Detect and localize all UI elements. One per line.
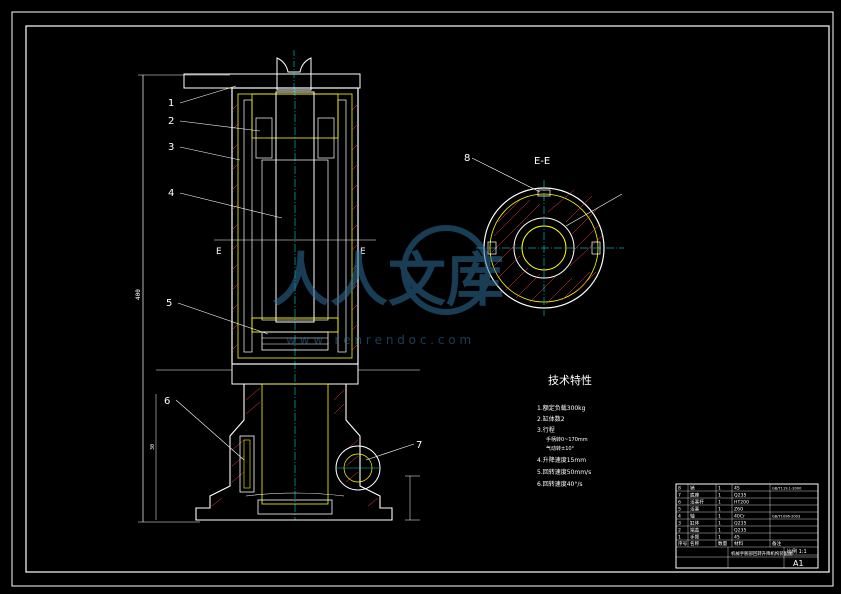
tech-specs: 技术特性 1.额定负载300kg 2.缸体数2 3.行程 手柄转0~170mm …: [537, 373, 592, 488]
part-label-3: 3: [168, 142, 174, 153]
title-block-drawing-name: 机械手腕部回转升降机构装配图: [731, 550, 793, 557]
parts-list-cell: 手臂: [690, 534, 700, 541]
part-label-8: 8: [464, 153, 470, 164]
parts-list-cell: 缸体: [690, 520, 700, 527]
parts-list-cell: GB/T1096-2003: [772, 515, 800, 519]
section-hatch: [491, 189, 603, 305]
parts-list-cell: GB/T119.1-2000: [772, 487, 802, 491]
parts-list-cell: Q235: [734, 521, 746, 527]
tech-item-8: 6.回转速度40°/s: [537, 480, 583, 488]
parts-list-cell: 端盖: [690, 527, 700, 534]
title-block-sheet: A1: [793, 559, 804, 568]
part-label-2: 2: [168, 116, 174, 127]
arm-plate: [183, 73, 361, 89]
parts-list-cell: HT200: [734, 500, 749, 506]
title-block: [675, 483, 819, 569]
parts-list-cell: 6: [678, 500, 681, 506]
parts-list-cell: 1: [718, 535, 721, 541]
parts-list-cell: Q235: [734, 528, 746, 534]
dim-label-small: 30: [150, 444, 156, 450]
part-label-4: 4: [168, 188, 174, 199]
parts-list-cell: 1: [718, 493, 721, 499]
part-label-7: 7: [416, 440, 422, 451]
title-block-scale: 比例 1:1: [787, 548, 807, 555]
parts-list-cell: 1: [718, 521, 721, 527]
tech-item-5: 气动转±10°: [546, 445, 575, 452]
base-housing: [195, 383, 393, 521]
parts-list-cell: 1: [718, 528, 721, 534]
parts-list-header: 备注: [772, 540, 782, 547]
parts-list-cell: 8: [678, 486, 681, 492]
parts-list-header: 名称: [690, 540, 700, 547]
watermark: 人人文库 w w w . r e n r e n d o c . c o m: [272, 225, 504, 347]
watermark-url: w w w . r e n r e n d o c . c o m: [286, 333, 471, 347]
parts-list-header: 材料: [734, 540, 744, 547]
part-label-5: 5: [166, 298, 172, 309]
parts-list-cell: 1: [718, 486, 721, 492]
parts-list-cell: 1: [678, 535, 681, 541]
parts-list-cell: 1: [718, 507, 721, 513]
parts-list-cell: 4: [678, 514, 681, 520]
tech-item-3: 3.行程: [537, 426, 555, 434]
cut-mark-left: E: [216, 247, 222, 257]
tech-item-2: 2.缸体数2: [537, 415, 565, 423]
dim-label-vertical: 400: [135, 289, 142, 300]
parts-list-cell: 1: [718, 500, 721, 506]
parts-list-cell: 5: [678, 507, 681, 513]
part-label-1: 1: [168, 98, 174, 109]
watermark-text: 人人文库: [272, 246, 504, 314]
parts-list-cell: 45: [734, 535, 740, 541]
parts-list-header: 数量: [718, 540, 728, 547]
sheet-outer-border: [11, 11, 834, 587]
part-label-6: 6: [164, 396, 170, 407]
parts-list-cell: Q235: [734, 493, 746, 499]
section-title: E-E: [534, 156, 550, 167]
parts-list-cell: 活塞杆: [690, 499, 704, 506]
main-assembly-view: 400: [135, 50, 541, 523]
tech-title: 技术特性: [548, 373, 592, 387]
parts-list-cell: 底座: [690, 492, 700, 499]
parts-list-cell: 1: [718, 514, 721, 520]
cut-mark-right: E: [360, 247, 366, 257]
parts-list-cell: 7: [678, 493, 681, 499]
parts-list-cell: 45: [734, 486, 740, 492]
section-view: E-E: [476, 156, 624, 316]
tech-item-7: 5.回转速度50mm/s: [537, 468, 591, 476]
parts-list-cell: Z60: [734, 507, 743, 513]
parts-list-header: 序号: [678, 540, 688, 547]
parts-list-cell: 2: [678, 528, 681, 534]
parts-list-cell: 活塞: [690, 506, 700, 513]
tech-item-1: 1.额定负载300kg: [537, 404, 586, 412]
top-spindle: [276, 57, 312, 91]
tech-item-6: 4.升降速度15mm: [537, 456, 586, 464]
parts-list-cell: 3: [678, 521, 681, 527]
parts-list-cell: 轴: [690, 513, 695, 520]
sheet-inner-border: [25, 25, 830, 573]
tech-item-4: 手柄转0~170mm: [546, 436, 588, 443]
parts-list-cell: 40Cr: [734, 514, 745, 520]
parts-list-cell: 销: [690, 485, 695, 492]
